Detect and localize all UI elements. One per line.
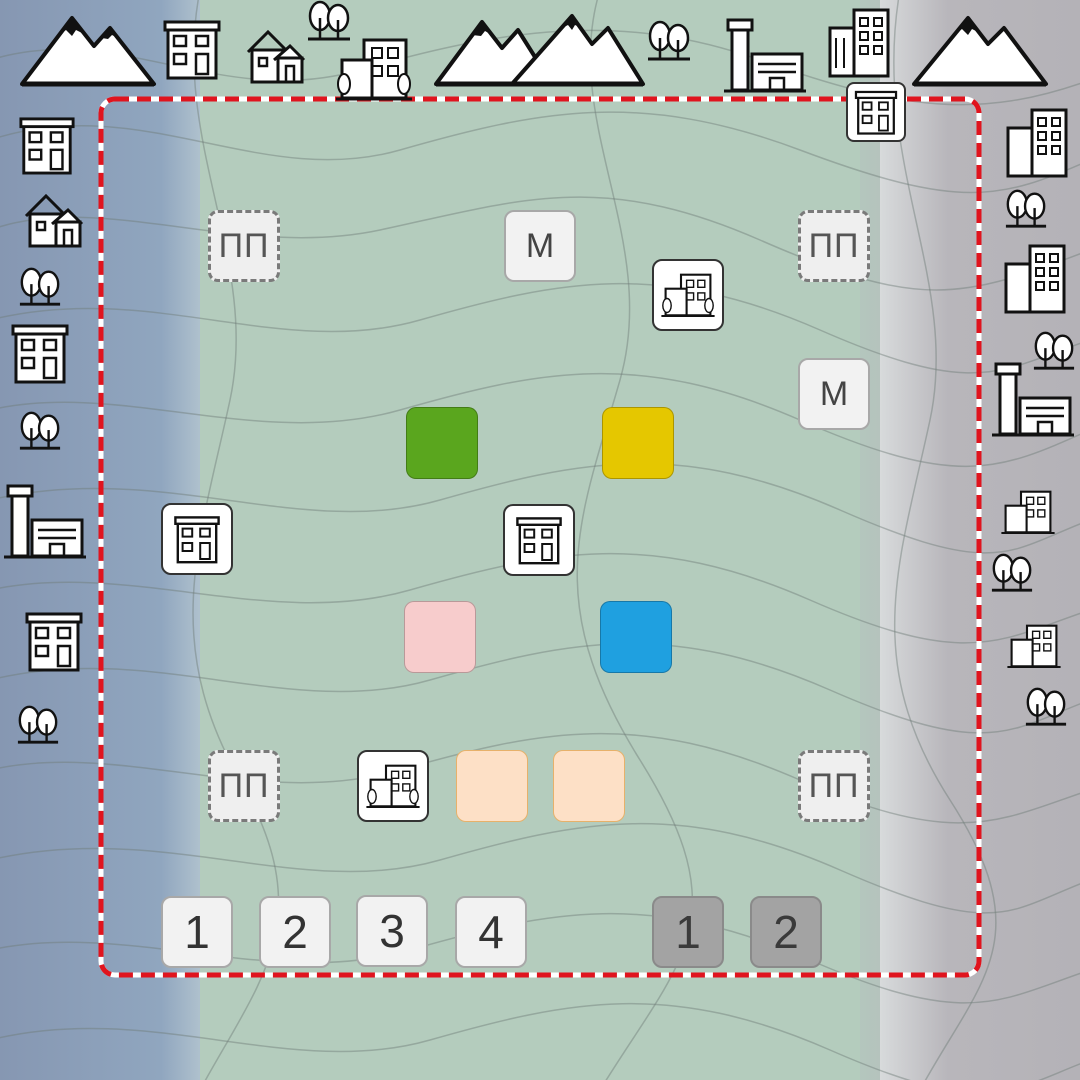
counter-tile-3[interactable]: 3 (356, 895, 428, 967)
apartment-building-icon (854, 90, 898, 135)
mountain-icon (912, 16, 1048, 87)
house-icon (246, 29, 306, 84)
dark-counter-tile-2[interactable]: 2 (750, 896, 822, 968)
apartment-tile[interactable] (503, 504, 575, 576)
city-block-icon (366, 764, 420, 809)
blue-tile[interactable] (600, 601, 672, 673)
city-block-icon (661, 273, 715, 318)
city-block-icon (1007, 624, 1061, 669)
apartment-building-icon (25, 612, 83, 672)
trees-icon (648, 20, 690, 61)
city-block-tile[interactable] (357, 750, 429, 822)
counter-tile-1[interactable]: 1 (161, 896, 233, 968)
office-building-icon (1006, 108, 1068, 178)
apartment-building-icon (174, 516, 220, 564)
trees-icon (1033, 331, 1075, 370)
peach-tile[interactable] (456, 750, 528, 822)
city-block-icon (336, 38, 412, 101)
yellow-tile[interactable] (602, 407, 674, 479)
marker-tile[interactable]: М (504, 210, 576, 282)
trees-icon (1025, 687, 1067, 726)
rock-zone (860, 0, 1080, 1080)
pp-tile[interactable]: ПП (798, 750, 870, 822)
pp-tile[interactable]: ПП (798, 210, 870, 282)
green-tile[interactable] (406, 407, 478, 479)
airport-tower-icon (992, 362, 1074, 437)
city-block-icon (1001, 490, 1055, 535)
counter-tile-2[interactable]: 2 (259, 896, 331, 968)
pp-tile[interactable]: ПП (208, 750, 280, 822)
office-building-icon (828, 8, 890, 78)
trees-icon (19, 411, 61, 450)
airport-tower-icon (724, 18, 806, 93)
mountain-icon (20, 16, 156, 87)
trees-icon (991, 553, 1033, 592)
trees-icon (308, 0, 350, 41)
apartment-tile[interactable] (161, 503, 233, 575)
apartment-building-icon (516, 517, 562, 565)
trees-icon (19, 267, 61, 306)
apartment-tile[interactable] (846, 82, 906, 142)
counter-tile-4[interactable]: 4 (455, 896, 527, 968)
house-icon (24, 193, 84, 248)
trees-icon (1005, 189, 1047, 228)
airport-tower-icon (4, 484, 86, 559)
pink-tile[interactable] (404, 601, 476, 673)
mountain-range-icon (434, 14, 645, 87)
trees-icon (17, 705, 59, 744)
zone-perimeter (98, 96, 982, 978)
pp-tile[interactable]: ПП (208, 210, 280, 282)
office-building-icon (1004, 244, 1066, 314)
marker-tile[interactable]: М (798, 358, 870, 430)
dark-counter-tile-1[interactable]: 1 (652, 896, 724, 968)
city-block-tile[interactable] (652, 259, 724, 331)
apartment-building-icon (163, 20, 221, 80)
apartment-building-icon (11, 324, 69, 384)
peach-tile[interactable] (553, 750, 625, 822)
apartment-building-icon (19, 117, 75, 175)
